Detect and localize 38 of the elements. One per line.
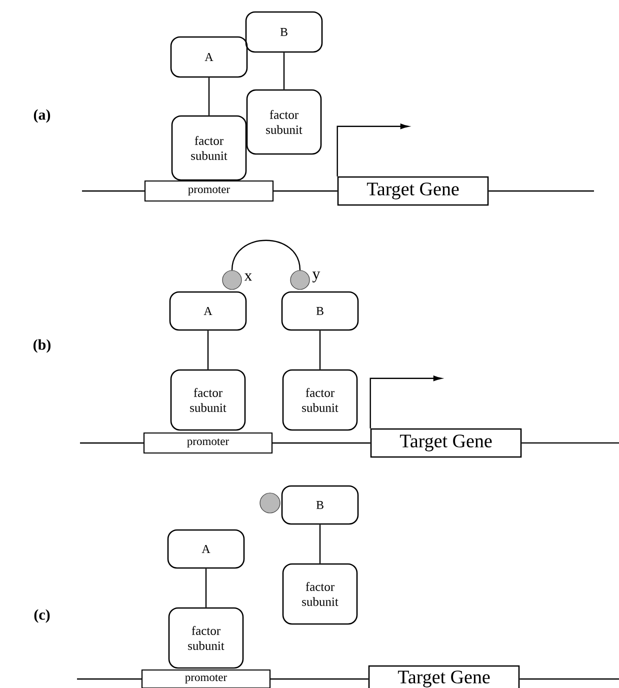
- connector-line: [319, 524, 321, 564]
- protein-box: B: [245, 11, 323, 53]
- promoter-box: promoter: [143, 432, 273, 454]
- protein-box: B: [281, 291, 359, 331]
- panel-label: (c): [34, 609, 50, 623]
- factor-subunit-box: factor subunit: [168, 607, 244, 669]
- panel-label: (b): [34, 339, 50, 353]
- dna-line: [270, 678, 368, 680]
- connector-line: [319, 330, 321, 370]
- connector-line: [283, 52, 285, 90]
- factor-subunit-box: factor subunit: [170, 369, 246, 431]
- ball: [290, 270, 310, 290]
- factor-subunit-box: factor subunit: [171, 115, 247, 181]
- panel-label: (a): [34, 109, 50, 123]
- connector-line: [208, 78, 210, 116]
- protein-box: B: [281, 485, 359, 525]
- connector-line: [207, 330, 209, 370]
- protein-box: A: [169, 291, 247, 331]
- factor-subunit-box: factor subunit: [282, 369, 358, 431]
- dna-line: [274, 190, 338, 192]
- protein-box: A: [167, 529, 245, 569]
- transcription-arrow: [336, 124, 409, 176]
- promoter-box: promoter: [141, 669, 271, 688]
- ball: [222, 270, 242, 290]
- gene-box: Target Gene: [370, 428, 522, 458]
- factor-subunit-box: factor subunit: [282, 563, 358, 625]
- ball-label: x: [244, 273, 252, 281]
- protein-box: A: [170, 36, 248, 78]
- tether-arc: [231, 240, 301, 270]
- ball: [260, 492, 280, 514]
- dna-line: [272, 442, 370, 444]
- gene-box: Target Gene: [337, 176, 489, 206]
- transcription-arrow: [370, 376, 442, 428]
- promoter-box: promoter: [144, 180, 274, 202]
- factor-subunit-box: factor subunit: [246, 89, 322, 155]
- ball-label: y: [312, 272, 320, 282]
- connector-line: [205, 568, 207, 608]
- gene-box: Target Gene: [368, 665, 520, 688]
